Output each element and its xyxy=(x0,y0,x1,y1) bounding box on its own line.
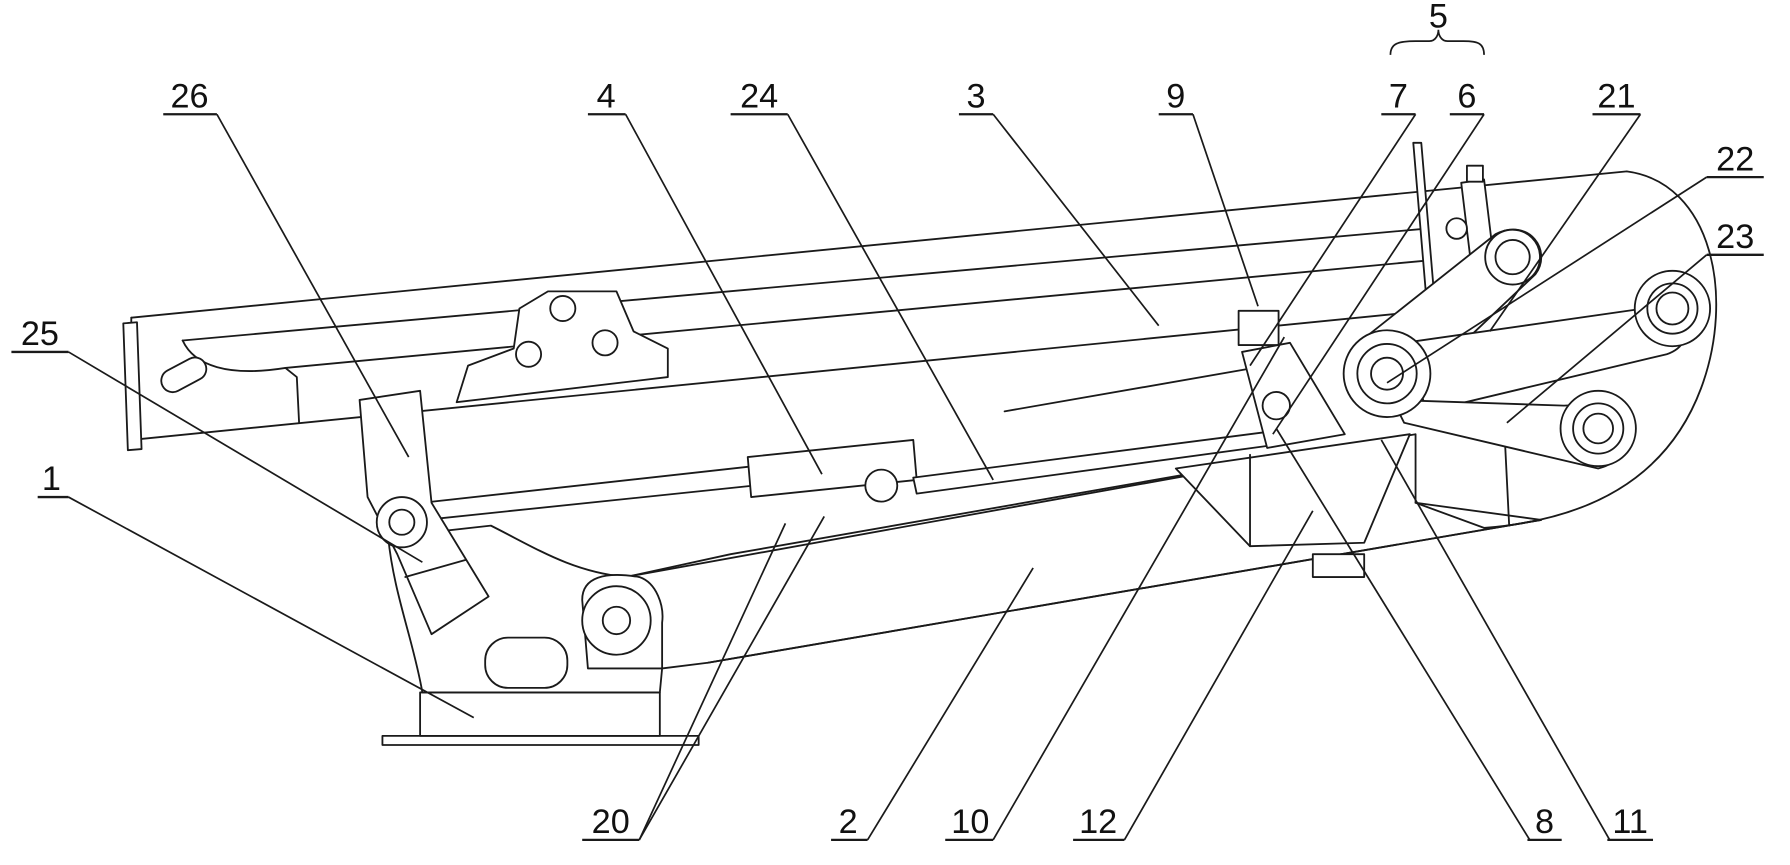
label-6: 6 xyxy=(1457,77,1476,115)
label-3: 3 xyxy=(967,77,986,115)
label-24: 24 xyxy=(740,77,778,115)
label-7: 7 xyxy=(1389,77,1408,115)
arm-part-26 xyxy=(360,391,489,634)
label-26: 26 xyxy=(170,77,208,115)
linkage-parts-21-22-23 xyxy=(1344,230,1710,469)
label-1: 1 xyxy=(42,460,61,498)
label-5: 5 xyxy=(1429,0,1448,35)
label-4: 4 xyxy=(597,77,616,115)
label-8: 8 xyxy=(1535,803,1554,841)
label-11: 11 xyxy=(1612,803,1648,841)
label-21: 21 xyxy=(1597,77,1635,115)
label-22: 22 xyxy=(1716,140,1754,178)
label-20: 20 xyxy=(592,803,630,841)
bracket-part-6 xyxy=(1239,311,1345,448)
label-25: 25 xyxy=(21,315,59,353)
label-12: 12 xyxy=(1079,803,1117,841)
label-2: 2 xyxy=(839,803,858,841)
base-part-1 xyxy=(382,692,698,745)
label-9: 9 xyxy=(1166,77,1185,115)
label-10: 10 xyxy=(951,803,989,841)
label-23: 23 xyxy=(1716,218,1754,256)
